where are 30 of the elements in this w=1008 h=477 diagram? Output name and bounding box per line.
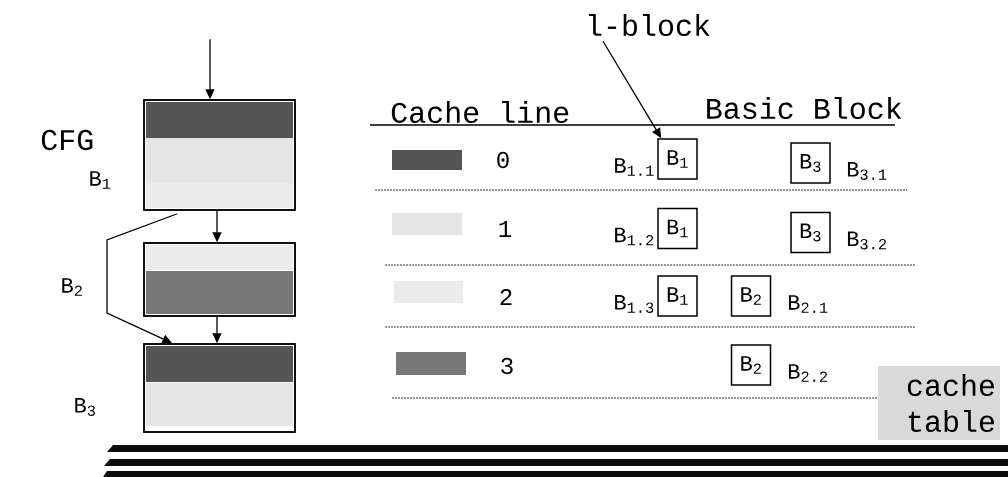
table-caption: cache table: [878, 366, 1000, 440]
block-name: B$_{3.1}$: [847, 162, 887, 180]
block-name: B$_{2.1}$: [788, 295, 828, 313]
l-block-box: B$_{2}$: [730, 275, 772, 317]
l-block-box: B$_{1}$: [657, 275, 698, 317]
cache-line-number: 2: [500, 289, 512, 306]
column-header: Cache line: [391, 101, 569, 123]
block-name: B$_{1.1}$: [615, 158, 654, 176]
block-label: B$_{3}$: [75, 398, 95, 416]
block-label: B$_{2}$: [62, 278, 82, 296]
l-block-box: B$_{3}$: [790, 211, 831, 254]
l-block-box: B$_{1}$: [657, 138, 698, 180]
column-header: Basic Block: [707, 97, 902, 119]
arrow: [106, 213, 178, 344]
block-box: [143, 99, 296, 211]
cache-line-number: 0: [497, 151, 509, 169]
cache-line-number: 1: [499, 221, 512, 237]
l-block-box: B$_{3}$: [790, 142, 831, 184]
block-box: [143, 242, 296, 317]
block-name: B$_{3.2}$: [847, 231, 887, 250]
cfg-title: CFG: [41, 129, 93, 151]
l-block-box: B$_{2}$: [730, 344, 772, 386]
block-name: B$_{1.3}$: [615, 295, 654, 313]
block-label: B$_{1}$: [90, 171, 111, 189]
callout-text: l-block: [588, 14, 710, 36]
l-block-box: B$_{1}$: [657, 207, 698, 250]
block-name: B$_{1.2}$: [615, 227, 654, 246]
block-box: [143, 343, 296, 433]
block-name: B$_{2.2}$: [788, 364, 828, 382]
cache-line-number: 3: [501, 357, 513, 375]
